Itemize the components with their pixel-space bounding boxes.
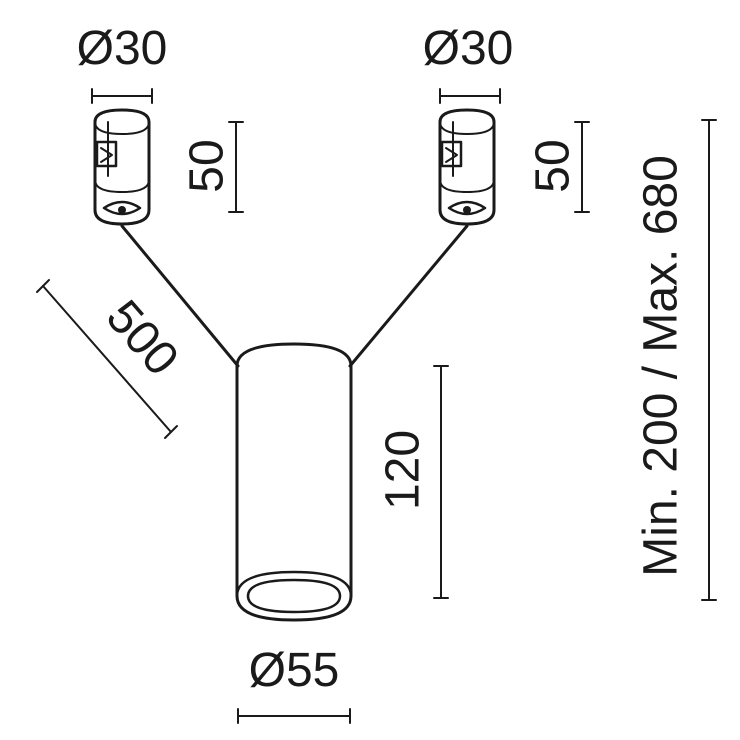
total-height-label: Min. 200 / Max. 680 <box>635 155 688 577</box>
right-mount <box>438 88 590 226</box>
left-mount-height-label: 50 <box>181 139 234 192</box>
right-mount-diameter-label: Ø30 <box>423 22 514 75</box>
body-diameter-dimension <box>237 708 351 724</box>
body-height-dimension <box>433 365 449 599</box>
cable-length-label: 500 <box>96 291 189 386</box>
lamp-body <box>235 342 353 622</box>
right-mount-height-label: 50 <box>527 139 580 192</box>
body-height-label: 120 <box>377 430 430 510</box>
cable-length-dimension <box>36 279 178 439</box>
left-mount-diameter-label: Ø30 <box>77 22 168 75</box>
body-diameter-label: Ø55 <box>249 644 340 697</box>
left-cable <box>120 224 240 368</box>
right-cable <box>348 224 469 368</box>
left-mount <box>91 88 244 226</box>
total-height-dimension <box>701 119 717 601</box>
